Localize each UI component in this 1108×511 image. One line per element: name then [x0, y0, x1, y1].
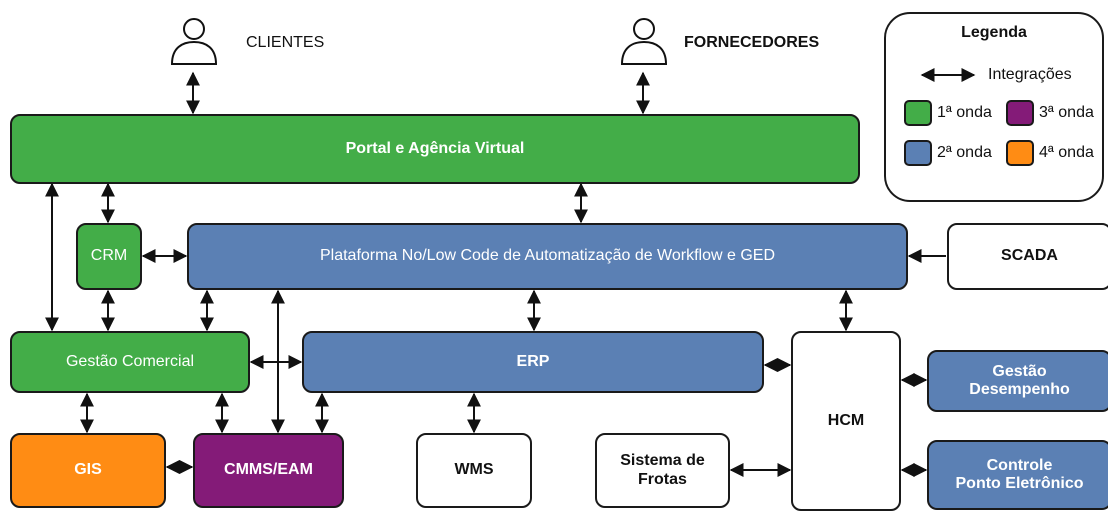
erp-label: ERP	[516, 352, 550, 370]
legend-title: Legenda	[961, 24, 1027, 41]
plataforma-workflow-ged-label: Plataforma No/Low Code de Automatização …	[319, 247, 776, 265]
gis-label: GIS	[74, 461, 102, 479]
legend-item-wave2: 2ª onda	[904, 140, 992, 166]
gestao-comercial-label: Gestão Comercial	[65, 352, 195, 370]
crm-box: CRM	[76, 223, 142, 290]
erp-box: ERP	[302, 331, 764, 393]
legend-integration-row: Integrações	[918, 66, 1072, 84]
legend-integration-label: Integrações	[988, 66, 1072, 83]
legend-item-wave3: 3ª onda	[1006, 100, 1094, 126]
clientes-label: CLIENTES	[246, 34, 325, 51]
wave2-label: 2ª onda	[937, 144, 992, 161]
portal-agencia-virtual-label: Portal e Agência Virtual	[345, 139, 525, 157]
fornecedores-label: FORNECEDORES	[684, 34, 820, 51]
portal-agencia-virtual-box: Portal e Agência Virtual	[10, 114, 860, 184]
legend: Legenda Integrações 1ª onda 3ª onda 2ª o…	[884, 12, 1104, 202]
gestao-desempenho-box: Gestão Desempenho	[927, 350, 1108, 412]
cmms-eam-label: CMMS/EAM	[224, 461, 313, 479]
wms-label: WMS	[454, 461, 494, 479]
gis-box: GIS	[10, 433, 166, 508]
controle-ponto-eletronico-label: Controle Ponto Eletrônico	[955, 456, 1084, 492]
gestao-comercial-box: Gestão Comercial	[10, 331, 250, 393]
legend-item-wave1: 1ª onda	[904, 100, 992, 126]
person-icon-fornecedores	[620, 18, 668, 65]
wave4-label: 4ª onda	[1039, 144, 1094, 161]
person-icon-clientes	[170, 18, 218, 65]
controle-ponto-eletronico-box: Controle Ponto Eletrônico	[927, 440, 1108, 510]
cmms-eam-box: CMMS/EAM	[193, 433, 344, 508]
sistema-frotas-label: Sistema de Frotas	[620, 452, 705, 488]
legend-item-wave4: 4ª onda	[1006, 140, 1094, 166]
wave2-swatch	[904, 140, 932, 166]
gestao-desempenho-label: Gestão Desempenho	[969, 362, 1070, 398]
wave3-label: 3ª onda	[1039, 104, 1094, 121]
scada-label: SCADA	[1001, 247, 1058, 265]
plataforma-workflow-ged-box: Plataforma No/Low Code de Automatização …	[187, 223, 908, 290]
wave1-swatch	[904, 100, 932, 126]
crm-label: CRM	[90, 247, 128, 265]
sistema-frotas-box: Sistema de Frotas	[595, 433, 730, 508]
hcm-box: HCM	[791, 331, 901, 511]
double-arrow-icon	[920, 68, 976, 82]
wave3-swatch	[1006, 100, 1034, 126]
wave4-swatch	[1006, 140, 1034, 166]
hcm-label: HCM	[827, 411, 865, 429]
scada-box: SCADA	[947, 223, 1108, 290]
wave1-label: 1ª onda	[937, 104, 992, 121]
wms-box: WMS	[416, 433, 532, 508]
